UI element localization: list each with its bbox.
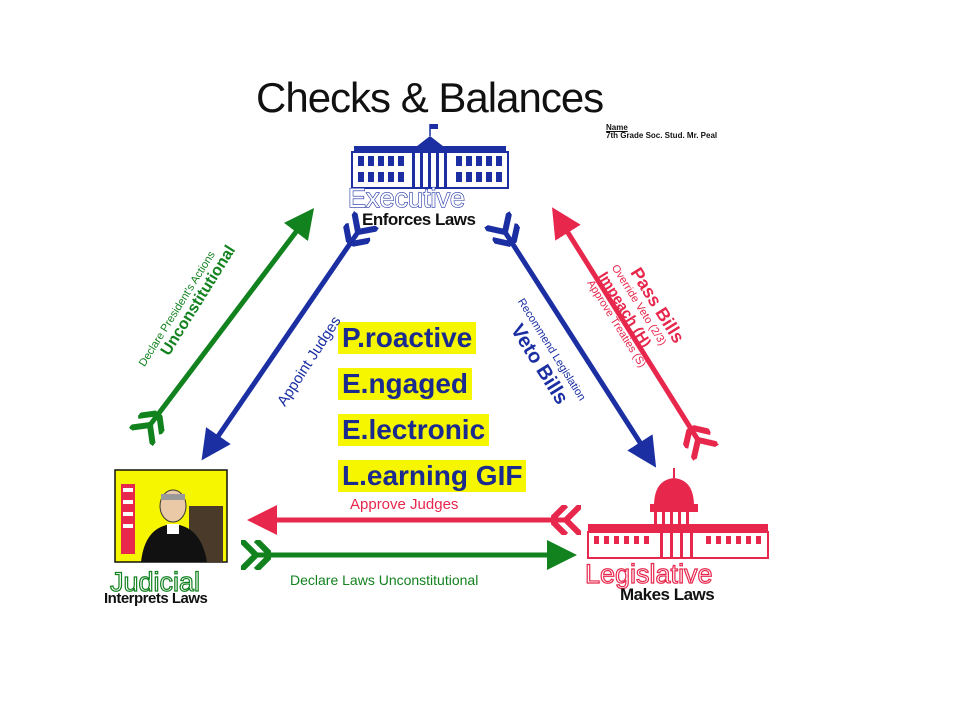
label-approve-judges: Approve Judges [350, 496, 459, 513]
legislative-role: Makes Laws [620, 585, 715, 604]
capitol-icon [587, 468, 769, 559]
judicial-name: Judicial [109, 567, 201, 597]
judge-icon [114, 469, 228, 563]
label-declare-laws-unconstitutional: Declare Laws Unconstitutional [290, 572, 479, 588]
arrow-legislative-to-executive [560, 220, 698, 440]
executive-name: Executive [347, 183, 466, 213]
author-note: Name 7th Grade Soc. Stud. Mr. Peal [606, 124, 717, 140]
executive-role: Enforces Laws [362, 210, 476, 229]
white-house-icon [351, 124, 509, 189]
center-line-2: E.ngaged [338, 368, 473, 400]
center-line-3: E.lectronic [338, 414, 490, 446]
legislative-name: Legislative [584, 559, 713, 589]
center-line-4: L.earning GIF [338, 460, 527, 492]
arrow-executive-to-judicial [210, 232, 358, 448]
center-line-1: P.roactive [338, 322, 477, 354]
judicial-role: Interprets Laws [104, 590, 208, 607]
diagram-title: Checks & Balances [256, 74, 604, 121]
author-note-line1: Name [606, 123, 628, 132]
author-note-line2: 7th Grade Soc. Stud. Mr. Peal [606, 131, 718, 140]
